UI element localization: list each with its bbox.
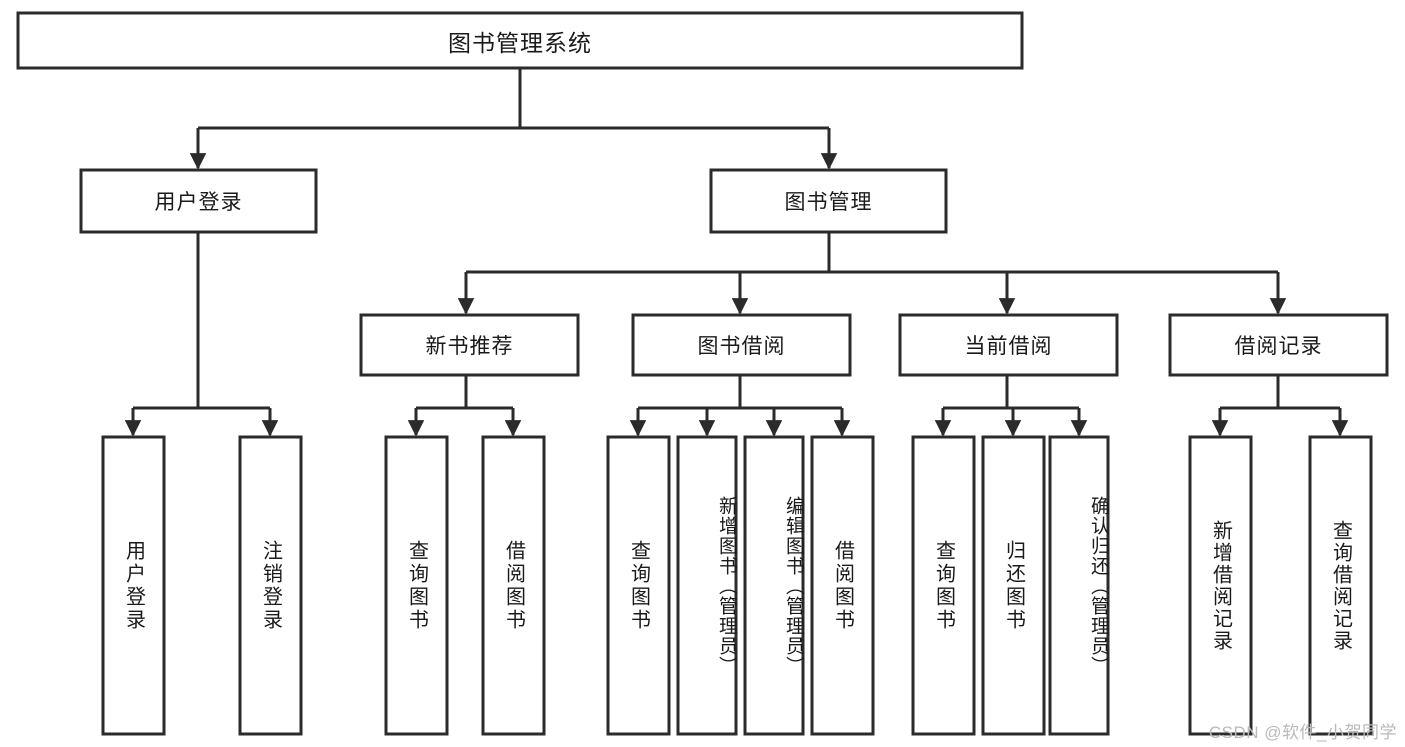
node-book-manage-box[interactable] [709, 168, 948, 234]
leaf-query-book-1-box[interactable] [384, 435, 449, 736]
leaf-edit-book-box[interactable] [743, 435, 805, 736]
leaf-user-logout-box[interactable] [238, 435, 303, 736]
leaf-borrow-book-2-box[interactable] [810, 435, 875, 736]
node-book-borrow-box[interactable] [631, 313, 852, 377]
node-user-login-box[interactable] [79, 168, 318, 234]
leaf-query-record-box[interactable] [1308, 435, 1373, 736]
node-root-box[interactable] [16, 11, 1024, 70]
leaf-add-book-box[interactable] [676, 435, 738, 736]
leaf-return-book-box[interactable] [981, 435, 1046, 736]
leaf-borrow-book-1-box[interactable] [481, 435, 546, 736]
node-borrow-record-box[interactable] [1168, 313, 1389, 377]
leaf-add-record-box[interactable] [1188, 435, 1253, 736]
leaf-query-book-2-box[interactable] [606, 435, 671, 736]
leaf-confirm-return-box[interactable] [1048, 435, 1110, 736]
node-current-borrow-box[interactable] [898, 313, 1119, 377]
leaf-user-login-box[interactable] [101, 435, 166, 736]
leaf-query-book-3-box[interactable] [911, 435, 976, 736]
watermark-text: CSDN @软件_小贺同学 [1208, 723, 1397, 742]
node-new-book-rec-box[interactable] [359, 313, 580, 377]
